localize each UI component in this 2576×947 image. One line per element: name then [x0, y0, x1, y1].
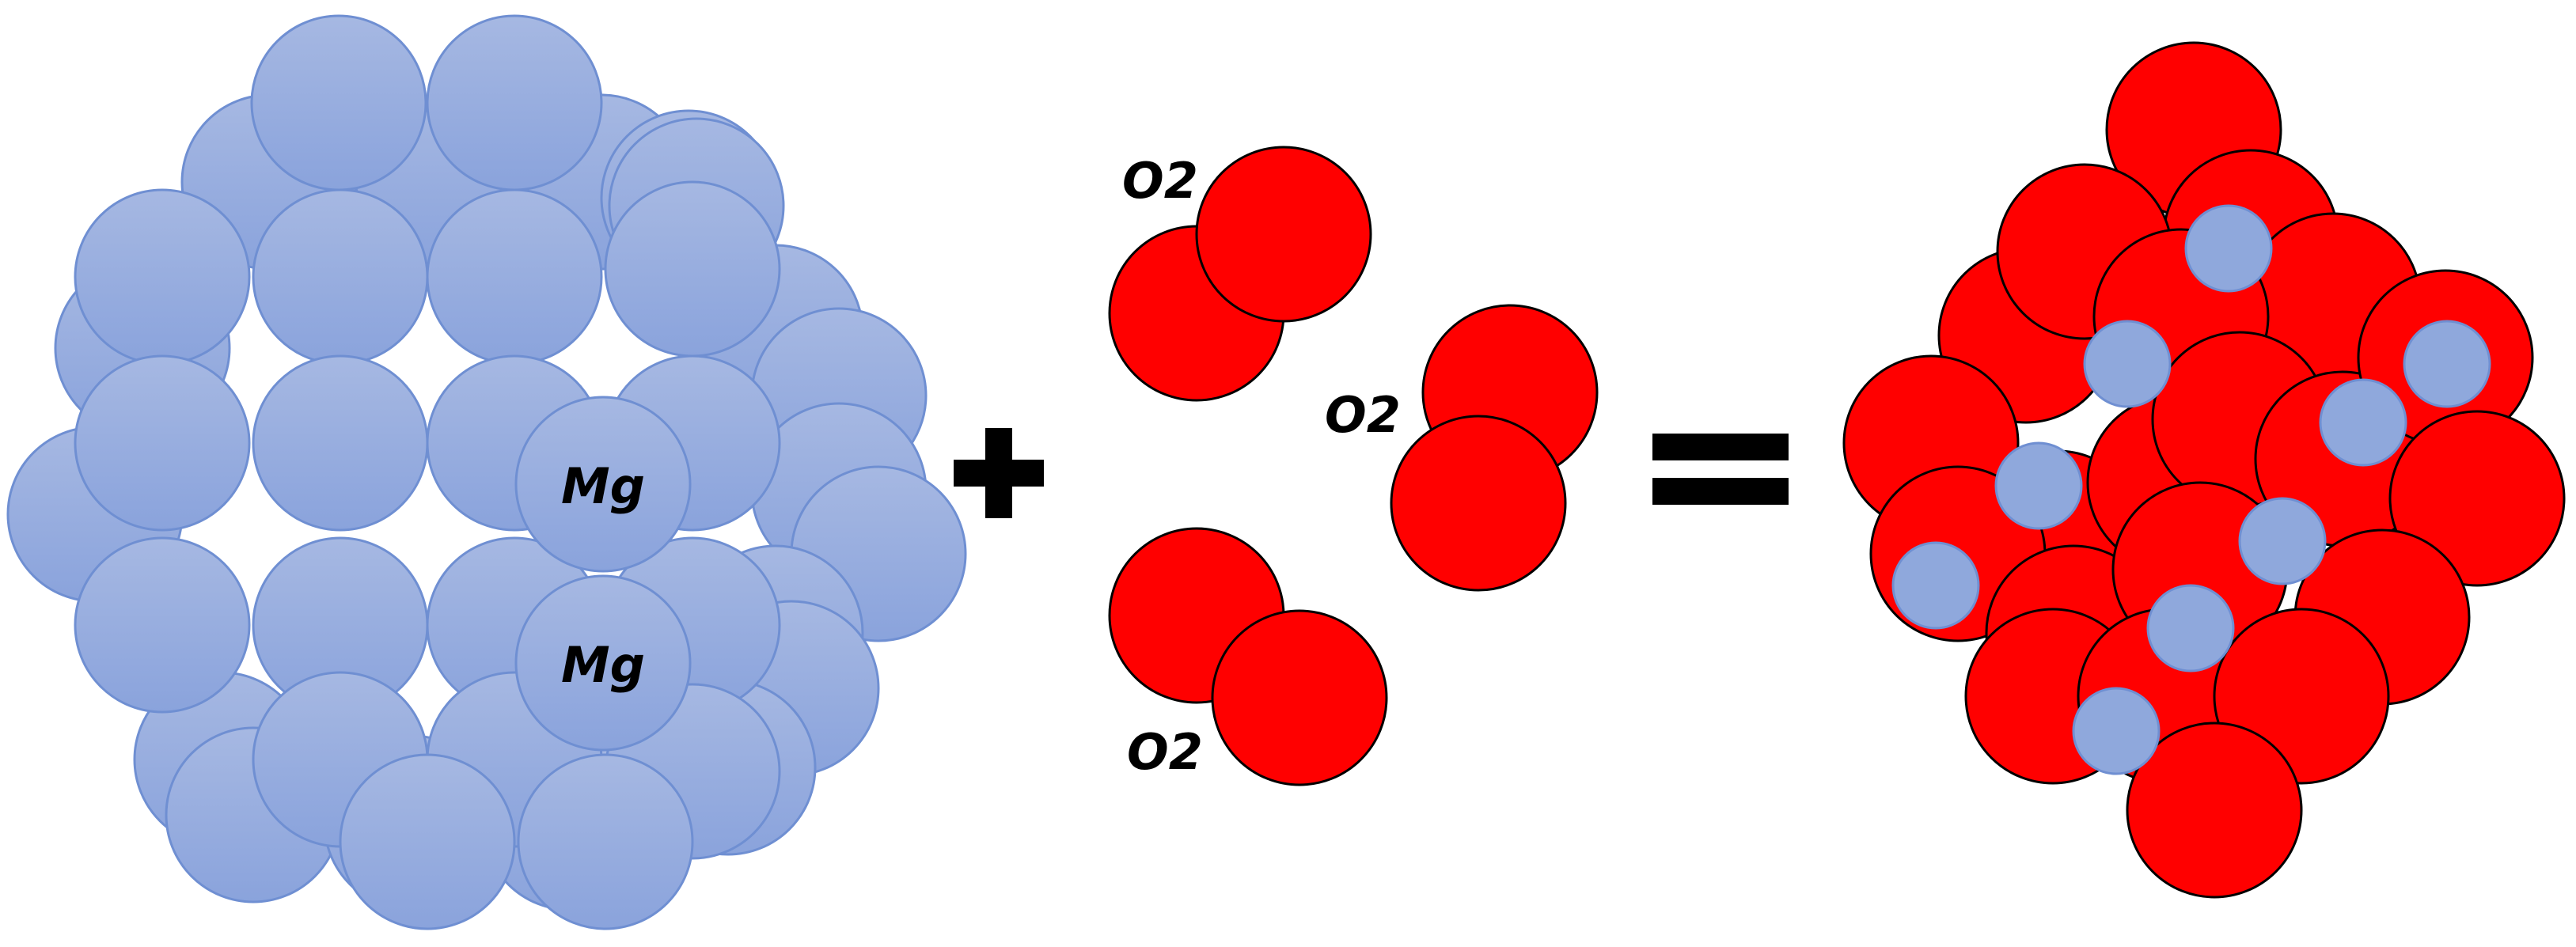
mg-atom	[339, 753, 516, 930]
mg-atom	[250, 14, 427, 191]
o2-label-1: O2	[1122, 152, 1198, 210]
oxide-magnesium-atom	[2403, 320, 2491, 408]
oxide-magnesium-atom	[2184, 204, 2273, 293]
mg-atom	[514, 396, 692, 573]
oxide-magnesium-atom	[1994, 441, 2083, 530]
mg-label-1: Mg	[561, 457, 645, 515]
equals-sign	[1652, 434, 1789, 505]
oxide-magnesium-atom	[2238, 497, 2327, 585]
o2-label-3: O2	[1127, 723, 1203, 781]
mg-atom	[604, 180, 781, 358]
oxygen-atom	[1390, 415, 1567, 592]
oxygen-molecules	[1108, 146, 1599, 786]
mg-atom	[252, 354, 429, 532]
magnesium-oxide-product	[1842, 41, 2566, 899]
mg-atom	[74, 188, 251, 366]
plus-sign	[954, 428, 1044, 518]
mg-atom	[74, 536, 251, 714]
oxide-magnesium-atom	[1891, 541, 1980, 630]
oxide-oxygen-atom	[2388, 410, 2566, 587]
oxide-oxygen-atom	[2126, 722, 2303, 899]
mg-atom	[252, 188, 429, 366]
oxygen-atom	[1211, 609, 1388, 786]
magnesium-lattice	[6, 14, 967, 930]
mg-atom	[514, 574, 692, 752]
oxide-magnesium-atom	[2083, 320, 2172, 408]
oxide-magnesium-atom	[2319, 378, 2407, 467]
mg-atom	[74, 354, 251, 532]
mg-atom	[517, 753, 694, 930]
oxygen-atom	[1195, 146, 1372, 323]
oxide-magnesium-atom	[2146, 584, 2235, 672]
mg-atom	[426, 188, 603, 366]
mg-atom	[426, 14, 603, 191]
o2-label-2: O2	[1325, 386, 1401, 444]
mg-label-2: Mg	[561, 636, 645, 694]
oxide-magnesium-atom	[2072, 687, 2161, 775]
